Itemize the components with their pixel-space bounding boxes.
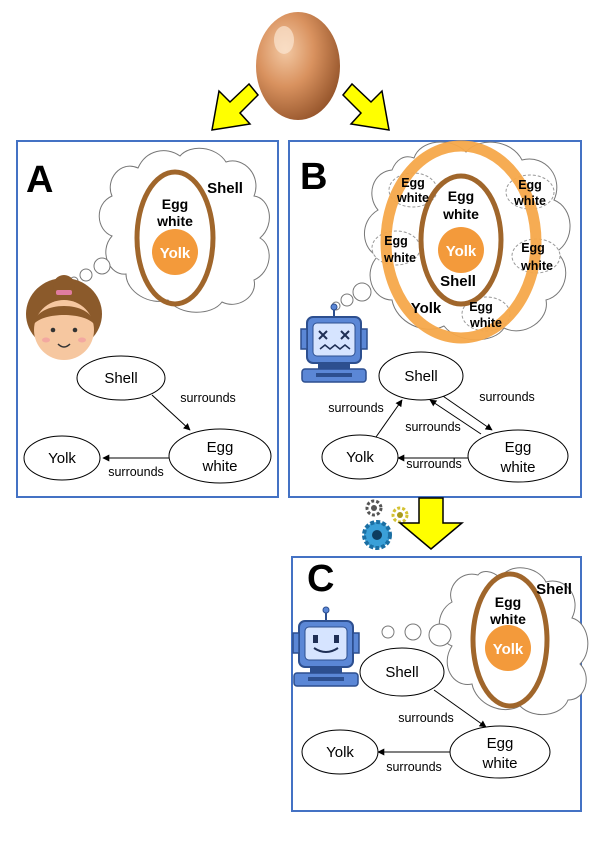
graph-a-egg-label: Egg [207,439,234,456]
shell-ring-c [470,571,550,709]
yolk-c [485,625,531,671]
arrow-to-panel-a [211,82,260,131]
bubble-b-egg-6: Egg [469,300,493,314]
bubble-b-white-6: white [469,316,502,330]
bubble-c-yolk-label: Yolk [493,641,524,658]
panel-b [288,140,582,498]
bubble-b-white-3: white [513,194,546,208]
graph-b-yolk-label: Yolk [346,449,374,466]
graph-c-shell-label: Shell [385,664,418,681]
shell-ring-a [134,169,216,307]
graph-a-yolk-node [23,435,101,481]
shell-ring-b-outer [380,140,542,344]
graph-a-yolk-label: Yolk [48,450,76,467]
gears-icon [362,499,409,550]
graph-b: Shell Egg white Yolk surrounds surrounds… [321,351,569,483]
bubble-a-egg-label: Egg [162,196,188,212]
graph-c-egg-label: Egg [487,735,514,752]
bubble-b-yolk-center: Yolk [446,243,477,260]
panel-a-letter: A [26,159,53,201]
confused-robot-icon [300,303,368,383]
graph-c-shell-node [359,647,445,697]
bubble-c-shell-label: Shell [536,581,572,598]
bubble-a-shell-label: Shell [207,180,243,197]
brown-egg-icon [256,12,340,120]
graph-c: Shell Egg white Yolk surrounds surrounds [301,647,551,779]
graph-a-egg-white-node [168,428,272,484]
bubble-a-white-label: white [156,213,193,229]
graph-b-edge-egg-yolk-label: surrounds [406,457,462,471]
yolk-a [152,229,198,275]
happy-robot-icon [292,606,360,687]
graph-b-egg-white-node [467,429,569,483]
graph-b-edge-shell-egg-label: surrounds [479,390,535,404]
bubble-b-shell: Shell [440,273,476,290]
graph-b-edge-egg-shell-label: surrounds [405,420,461,434]
shell-ring-b-inner [418,173,504,307]
graph-a-edge-egg-yolk-label: surrounds [108,465,164,479]
bubble-b-white-1: white [396,191,429,205]
graph-c-egg-white-node [449,725,551,779]
graph-c-edge-shell-egg-label: surrounds [398,711,454,725]
arrow-to-panel-c [397,497,465,550]
graph-a-shell-node [76,355,166,401]
bubble-b-yolk-lower: Yolk [411,300,442,317]
graph-c-yolk-label: Yolk [326,744,354,761]
graph-a-white-label: white [201,458,237,475]
yolk-b [438,227,484,273]
panel-c-letter: C [307,558,334,600]
graph-c-white-label: white [481,755,517,772]
girl-face-icon [26,275,102,360]
bubble-c-white-label: white [489,611,526,627]
bubble-a-yolk-label: Yolk [160,245,191,262]
graph-c-edge-egg-yolk-label: surrounds [386,760,442,774]
bubble-b-white-4: white [383,251,416,265]
bubble-c-egg-label: Egg [495,594,521,610]
graph-b-shell-node [378,351,464,401]
graph-b-egg-label: Egg [505,439,532,456]
panel-a [16,140,279,498]
graph-b-edge-yolk-shell-label: surrounds [328,401,384,415]
bubble-b-egg-1: Egg [401,176,425,190]
graph-b-shell-label: Shell [404,368,437,385]
graph-b-yolk-node [321,434,399,480]
graph-a: Shell Egg white Yolk surrounds surrounds [23,355,272,484]
graph-c-yolk-node [301,729,379,775]
bubble-b-white-2: white [442,206,479,222]
bubble-b-white-5: white [520,259,553,273]
bubble-b-egg-2: Egg [448,188,474,204]
graph-a-shell-label: Shell [104,370,137,387]
graph-a-edge-shell-egg-label: surrounds [180,391,236,405]
bubble-b-egg-3: Egg [518,178,542,192]
graph-b-white-label: white [499,459,535,476]
bubble-b-egg-4: Egg [384,234,408,248]
panel-b-letter: B [300,156,327,198]
arrow-to-panel-b [341,82,390,131]
bubble-b-egg-5: Egg [521,241,545,255]
